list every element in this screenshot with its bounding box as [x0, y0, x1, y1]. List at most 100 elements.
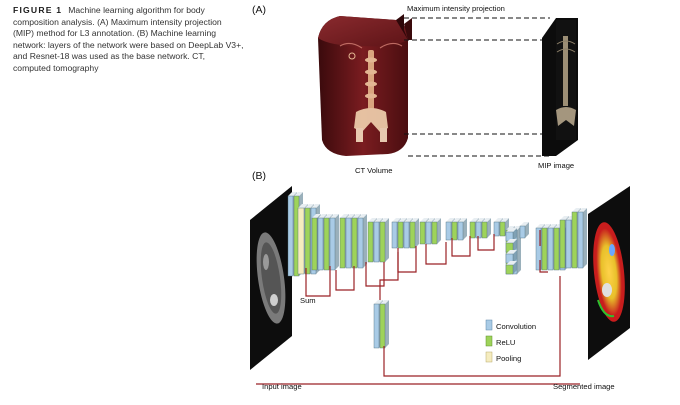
projection-lines	[404, 17, 550, 157]
aspp-layer	[513, 228, 517, 241]
relu-layer	[542, 224, 551, 228]
relu-layer	[324, 214, 333, 218]
relu-layer	[410, 218, 419, 222]
mip-image	[542, 18, 578, 156]
relu-layer	[311, 217, 318, 271]
relu-layer	[398, 218, 407, 222]
relu-layer	[379, 221, 386, 263]
convolution-layer	[346, 214, 355, 218]
mip-image-label: MIP image	[538, 161, 575, 170]
convolution-layer	[536, 224, 545, 228]
convolution-layer	[392, 218, 401, 222]
aspp-layer	[506, 261, 517, 265]
relu-layer	[559, 219, 566, 269]
relu-layer	[541, 227, 548, 271]
aspp-layer	[513, 250, 517, 263]
mip-method-label: Maximum intensity projection	[407, 4, 505, 13]
convolution-layer	[373, 221, 380, 263]
legend-convolution-label: Convolution	[496, 322, 537, 331]
relu-layer	[379, 303, 386, 349]
convolution-layer	[493, 221, 500, 237]
convolution-layer	[404, 218, 413, 222]
convolution-layer	[311, 204, 320, 208]
relu-layer	[469, 221, 476, 239]
relu-layer	[305, 204, 314, 208]
aspp-layer	[513, 239, 517, 252]
convolution-layer	[426, 218, 435, 222]
convolution-layer	[403, 221, 410, 249]
relu-layer	[368, 218, 377, 222]
convolution-layer	[565, 219, 572, 269]
relu-layer	[351, 217, 358, 269]
relu-layer	[380, 300, 389, 304]
ct-volume-3d	[318, 14, 412, 156]
sum-label: Sum	[300, 296, 316, 305]
convolution-layer	[476, 218, 485, 222]
caption-text: Machine learning algorithm for body comp…	[13, 5, 244, 73]
convolution-layer	[330, 214, 339, 218]
legend-swatches	[485, 319, 493, 363]
panel-b-label: (B)	[252, 170, 266, 182]
pooling-layer	[298, 204, 308, 208]
skip-connections	[256, 230, 580, 385]
panel-a-label: (A)	[252, 4, 266, 16]
relu-layer	[571, 211, 578, 269]
relu-layer	[340, 214, 349, 218]
convolution-layer	[475, 221, 482, 239]
relu-layer	[451, 221, 458, 241]
convolution-layer	[363, 214, 367, 268]
convolution-layer	[583, 208, 587, 268]
convolution-layer	[335, 214, 339, 270]
convolution-layer	[520, 222, 529, 226]
relu-layer	[294, 192, 303, 196]
relu-layer	[304, 207, 311, 275]
aspp-layer	[506, 250, 517, 254]
relu-layer	[572, 208, 581, 212]
relu-layer	[499, 221, 506, 237]
relu-layer	[385, 300, 389, 348]
convolution-layer	[494, 218, 503, 222]
relu-layer	[385, 218, 389, 262]
convolution-layer	[519, 225, 526, 239]
convolution-layer	[463, 218, 467, 240]
aspp-layer	[506, 239, 517, 243]
relu-layer	[431, 221, 438, 245]
relu-layer	[339, 217, 346, 269]
convolution-layer	[345, 217, 352, 269]
relu-layer	[481, 221, 488, 239]
convolution-layer	[317, 217, 324, 271]
relu-layer	[367, 221, 374, 263]
convolution-layer	[391, 221, 398, 249]
relu-layer	[500, 218, 509, 222]
convolution-layer	[425, 221, 432, 245]
convolution-layer	[373, 303, 380, 349]
input-image	[250, 186, 292, 370]
convolution-layer	[458, 218, 467, 222]
relu-layer	[380, 218, 389, 222]
relu-layer	[420, 218, 429, 222]
convolution-layer	[287, 195, 294, 277]
relu-layer	[437, 218, 441, 244]
ct-skeleton-highlight	[339, 42, 403, 142]
convolution-layer	[457, 221, 464, 241]
convolution-layer	[446, 218, 455, 222]
convolution-layer	[577, 211, 584, 269]
relu-layer	[409, 221, 416, 249]
input-image-label: Input image	[262, 382, 302, 391]
network-layers	[287, 192, 587, 349]
relu-layer	[397, 221, 404, 249]
convolution-layer	[329, 217, 336, 271]
convolution-layer	[445, 221, 452, 241]
relu-layer	[560, 216, 569, 220]
convolution-layer	[288, 192, 297, 196]
convolution-layer	[525, 222, 529, 238]
legend-relu-label: ReLU	[496, 338, 516, 347]
convolution-layer	[578, 208, 587, 212]
relu-layer	[452, 218, 461, 222]
convolution-layer	[318, 214, 327, 218]
relu-layer	[432, 218, 441, 222]
relu-layer	[352, 214, 361, 218]
ct-volume-label: CT Volume	[355, 166, 393, 175]
